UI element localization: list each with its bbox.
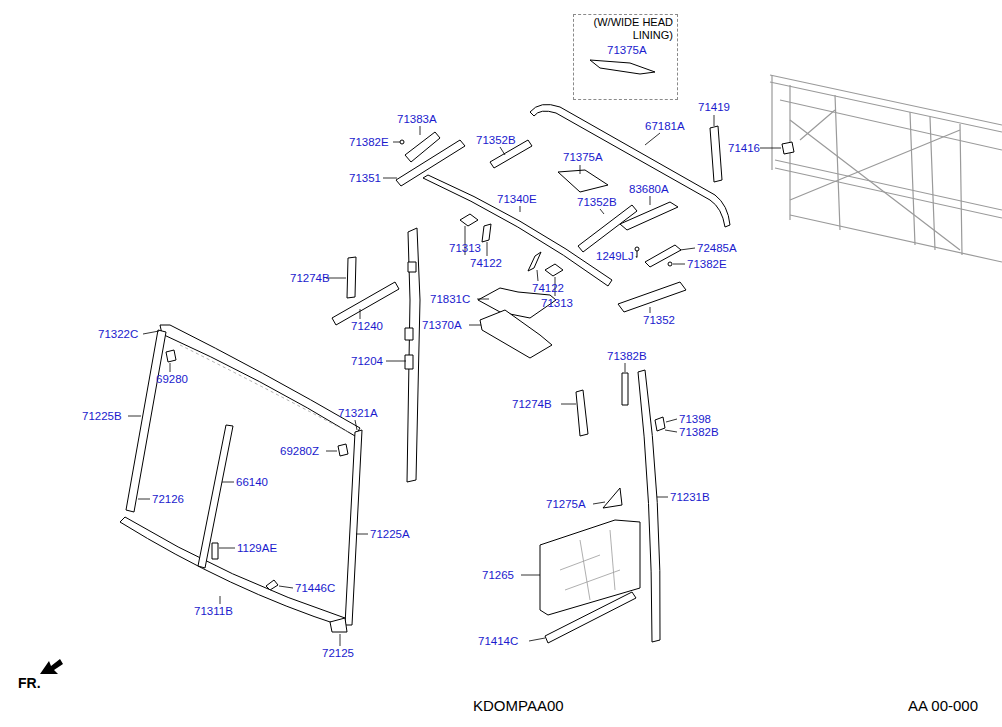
callout-number: 71419 [698,100,730,114]
callout-number: 71225A [370,527,410,541]
callout-number: 71274B [290,271,330,285]
callout-number: 71240 [351,319,383,333]
callout-number: 71352B [577,195,617,209]
callout-number: 71313 [449,241,481,255]
callout-number: 67181A [645,119,685,133]
callout-number: 71382B [679,425,719,439]
callout-number: 71231B [670,490,710,504]
front-arrow [40,659,63,674]
callout-number: 71275A [546,497,586,511]
callout-number: 71321A [338,406,378,420]
callout-number: 71375A [563,150,603,164]
callout-number: 1249LJ [596,249,634,263]
callout-number: 74122 [532,281,564,295]
callout-number: 71382E [349,135,389,149]
callout-number: 71265 [482,568,514,582]
option-box: (W/WIDE HEAD LINING)71375A [573,14,678,100]
callout-number: 71351 [349,171,381,185]
callout-number: 71382E [687,257,727,271]
callout-number: 1129AE [237,541,277,555]
callout-number: 71352 [643,313,675,327]
callout-number: 69280 [156,372,188,386]
callout-number: 71383A [397,112,437,126]
callout-number: 83680A [629,182,669,196]
callout-number: 71831C [430,292,470,306]
callout-number: 72125 [322,646,354,660]
callout-number: 71204 [351,354,383,368]
callout-number: 71414C [478,634,518,648]
callout-number: 72126 [152,492,184,506]
callout-number: 71416 [728,141,760,155]
front-mark: FR. [18,674,41,692]
callout-number: 71274B [512,397,552,411]
callout-number: 71313 [541,296,573,310]
callout-number: 69280Z [280,444,319,458]
callout-number: 71225B [82,409,122,423]
drawing-code: KDOMPAA00 [473,697,564,715]
callout-number: 71322C [98,327,138,341]
option-note: (W/WIDE HEAD LINING) [581,16,673,42]
callout-number: 74122 [470,256,502,270]
callout-number: 71311B [194,604,233,618]
callout-number: 71446C [295,581,335,595]
callout-number: 71375A [607,43,647,57]
drawing-code: AA 00-000 [908,697,978,715]
callout-number: 71382B [607,349,647,363]
callout-number: 71370A [422,318,462,332]
callout-number: 72485A [697,241,737,255]
callout-number: 66140 [236,475,268,489]
callout-number: 71398 [679,412,711,426]
callout-number: 71340E [497,192,537,206]
callout-number: 71352B [476,133,516,147]
